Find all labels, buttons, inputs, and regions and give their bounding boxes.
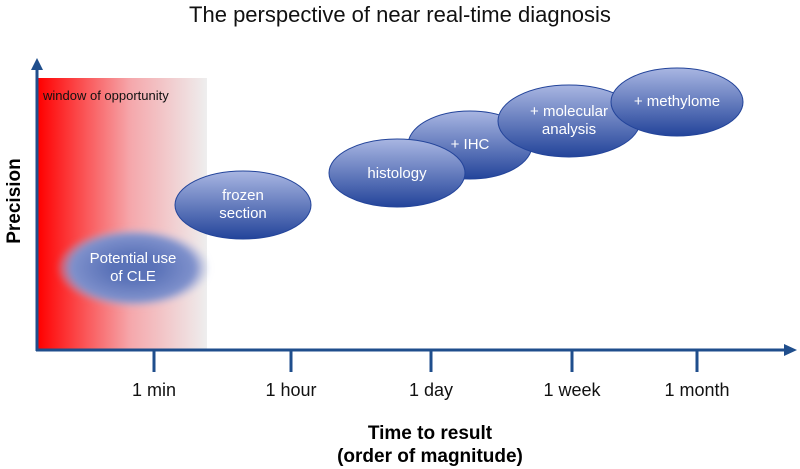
method-label: Potential use — [89, 250, 177, 267]
method-histology: histology — [329, 163, 465, 185]
method-label: of CLE — [110, 268, 156, 285]
window-label: window of opportunity — [43, 88, 169, 103]
x-axis-arrow — [784, 344, 797, 356]
tick-label-1-week: 1 week — [543, 380, 601, 400]
tick-label-1-min: 1 min — [131, 380, 177, 400]
ellipse-methylome — [610, 67, 744, 137]
method-label: section — [219, 205, 267, 222]
method-label: + molecular — [530, 103, 608, 120]
x-axis-label: Time to result (order of magnitude) — [290, 422, 570, 468]
method-ihc: + IHC — [430, 134, 510, 156]
y-axis-label: Precision — [4, 158, 25, 244]
y-axis-arrow — [31, 58, 43, 70]
method-methylome: + methylome — [611, 91, 743, 113]
method-label: analysis — [541, 121, 597, 138]
tick-label-1-day: 1 day — [408, 380, 454, 400]
ellipse-histology — [328, 138, 466, 208]
ellipse-cle — [56, 228, 210, 308]
ellipse-frozen-section — [174, 170, 312, 240]
method-label: frozen — [222, 187, 264, 204]
tick-label-1-month: 1 month — [664, 380, 730, 400]
method-label: + IHC — [450, 136, 490, 153]
method-label: + methylome — [633, 93, 721, 110]
x-axis-label-line2: (order of magnitude) — [337, 446, 523, 467]
diagram-title: The perspective of near real-time diagno… — [189, 2, 611, 27]
x-axis-label-line1: Time to result — [367, 423, 493, 444]
tick-label-1-hour: 1 hour — [265, 380, 317, 400]
method-label: histology — [367, 165, 427, 182]
